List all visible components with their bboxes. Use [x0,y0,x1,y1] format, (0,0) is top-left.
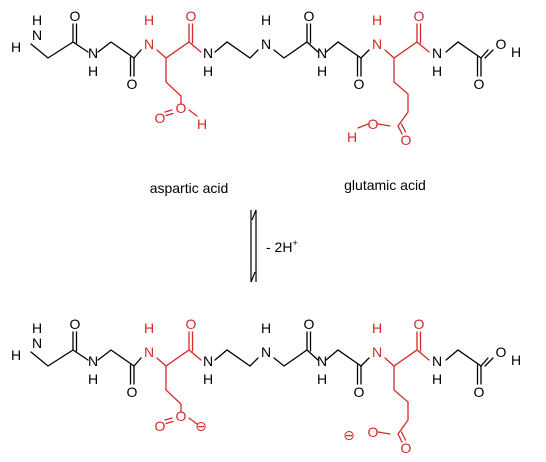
bottom-glu-carboxylate-o-double: O [401,440,412,456]
bottom-amide-n-5: N [317,353,327,369]
top-glu-carbonyl-o: O [414,8,425,24]
top-n-terminal-h-left: H [11,39,21,55]
bottom-asp-amide-n: N [144,344,154,360]
bottom-amide-h-3: H [203,371,213,387]
top-c-terminal-hydroxyl-o: O [496,36,507,52]
forward-arrow-head [250,271,256,283]
top-amide-h-4: H [261,12,271,28]
bottom-asp-carboxylate-o-single: O [176,408,187,424]
bottom-glu-carboxylate-o-single: O [368,424,379,440]
top-n-terminal-n: N [32,27,42,43]
bottom-glu-amide-h: H [372,320,382,336]
top-amide-n-5: N [317,45,327,61]
bottom-amide-n-7: N [432,353,442,369]
bottom-carbonyl-o-4: O [304,316,315,332]
bottom-amide-n-1: N [88,353,98,369]
top-sidechain-bonds [156,23,430,135]
top-glu-side-hydroxyl-h: H [347,129,357,145]
top-carbonyl-o-4: O [304,8,315,24]
bottom-amide-h-4: H [261,320,271,336]
glutamic-acid-label: glutamic acid [344,177,426,193]
bottom-glu-carbonyl-o: O [414,316,425,332]
top-glu-side-carbonyl-o: O [401,132,412,148]
top-carbonyl-o-5: O [354,76,365,92]
top-glu-side-hydroxyl-o: O [368,116,379,132]
top-amide-n-4: N [261,36,271,52]
top-amide-h-5: H [317,63,327,79]
bottom-carbonyl-o-2: O [127,384,138,400]
top-asp-amide-h: H [144,12,154,28]
bottom-n-terminal-h-top: H [32,320,42,336]
top-asp-carbonyl-o: O [186,8,197,24]
top-amide-n-3: N [203,45,213,61]
bottom-carbonyl-o-1: O [70,316,81,332]
bottom-sidechain-bonds [156,331,430,443]
bottom-amide-h-5: H [317,371,327,387]
top-c-terminal-hydroxyl-h: H [511,44,521,60]
deprotonation-label: - 2H+ [266,238,298,255]
aspartic-acid-label: aspartic acid [150,180,229,196]
bottom-amide-n-3: N [203,353,213,369]
bottom-amide-n-4: N [261,344,271,360]
top-asp-side-hydroxyl-h: H [197,116,207,132]
bottom-n-terminal-h-left: H [11,347,21,363]
bottom-asp-carbonyl-o: O [186,316,197,332]
top-n-terminal-h-top: H [32,12,42,28]
bottom-n-terminal-n: N [32,335,42,351]
top-amide-h-1: H [88,63,98,79]
bottom-asp-negative-charge: ⊖ [195,418,207,434]
top-asp-amide-n: N [144,36,154,52]
bottom-carbonyl-o-5: O [354,384,365,400]
peptide-protonated: H H N O N H O H N O N H H N O N H O H N … [11,8,521,148]
top-amide-h-3: H [203,63,213,79]
top-amide-n-1: N [88,45,98,61]
bottom-asp-carboxylate-o-double: O [155,418,166,434]
top-backbone-bonds [30,23,494,77]
top-asp-side-hydroxyl-o: O [176,100,187,116]
bottom-c-terminal-carbonyl-o: O [474,384,485,400]
bottom-glu-amide-n: N [372,344,382,360]
top-glu-amide-h: H [372,12,382,28]
peptide-deprotonated: H H N O N H O H N O N H H N O N H O H N … [11,316,521,456]
bottom-glu-negative-charge: ⊖ [343,427,355,443]
bottom-c-terminal-hydroxyl-o: O [496,344,507,360]
bottom-c-terminal-hydroxyl-h: H [511,352,521,368]
equilibrium-arrows [250,209,257,283]
bottom-amide-h-1: H [88,371,98,387]
top-c-terminal-carbonyl-o: O [474,76,485,92]
reverse-arrow-head [251,209,257,221]
top-carbonyl-o-2: O [127,76,138,92]
bottom-asp-amide-h: H [144,320,154,336]
top-carbonyl-o-1: O [70,8,81,24]
top-glu-amide-n: N [372,36,382,52]
bottom-backbone-bonds [30,331,494,385]
top-amide-h-7: H [432,63,442,79]
top-amide-n-7: N [432,45,442,61]
bottom-amide-h-7: H [432,371,442,387]
deprotonation-label-superscript: + [292,238,297,248]
top-asp-side-carbonyl-o: O [155,110,166,126]
deprotonation-label-text: - 2H [266,239,292,255]
